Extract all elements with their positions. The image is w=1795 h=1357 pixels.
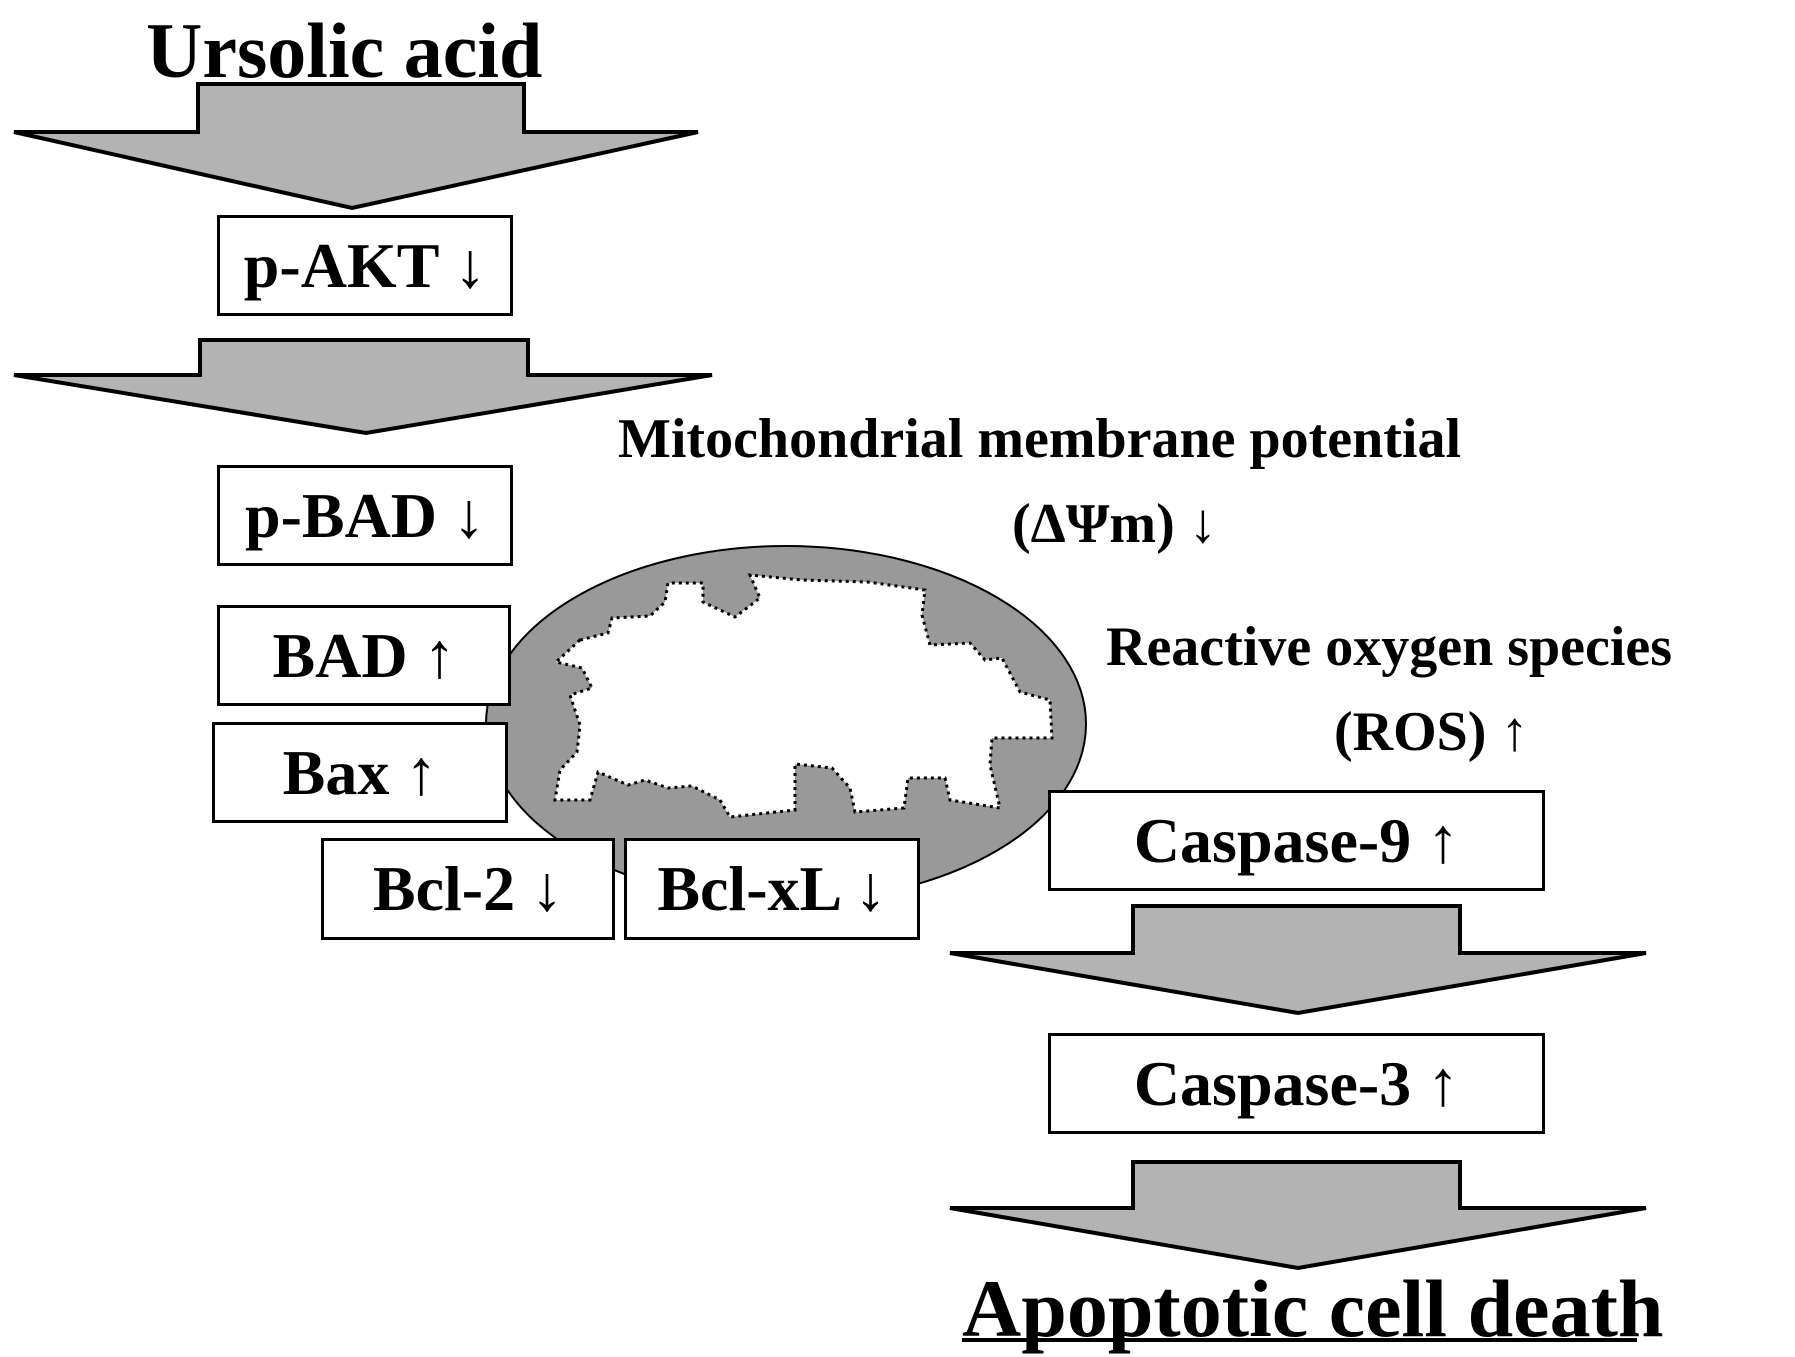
mitochondrion-cristae-icon [552, 573, 1054, 819]
arrow-to-caspase-3 [949, 904, 1647, 1016]
delta-psi-m-label: (ΔΨm) ↓ [1012, 493, 1217, 555]
bcl-2-box: Bcl-2 ↓ [321, 838, 615, 940]
caspase-9-box: Caspase-9 ↑ [1048, 790, 1545, 891]
arrow-to-p-akt [13, 82, 699, 211]
end-label: Apoptotic cell death [962, 1263, 1664, 1354]
bad-box: BAD ↑ [217, 605, 511, 706]
ros-label: Reactive oxygen species [1106, 616, 1673, 678]
arrow-to-apoptosis [949, 1160, 1647, 1271]
mitochondrial-membrane-potential-label: Mitochondrial membrane potential [618, 408, 1462, 470]
p-bad-box: p-BAD ↓ [217, 465, 513, 566]
bax-box: Bax ↑ [212, 722, 508, 823]
ros-abbrev-label: (ROS) ↑ [1334, 701, 1529, 763]
start-label: Ursolic acid [146, 7, 543, 94]
p-akt-box: p-AKT ↓ [217, 215, 513, 316]
arrow-to-p-bad [13, 338, 713, 436]
bcl-xl-box: Bcl-xL ↓ [624, 838, 920, 940]
caspase-3-box: Caspase-3 ↑ [1048, 1033, 1545, 1134]
